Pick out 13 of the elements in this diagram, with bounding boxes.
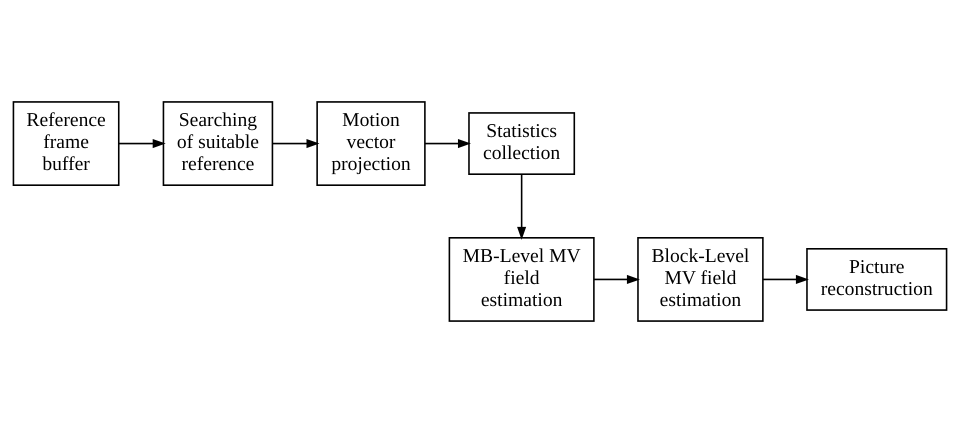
arrow (763, 274, 809, 284)
node-box: Motion vector projection (316, 101, 426, 186)
node-box: MB-Level MV field estimation (448, 237, 595, 322)
arrow (517, 174, 526, 240)
node-box: Reference frame buffer (12, 101, 120, 186)
arrow (118, 138, 166, 148)
node-box: Statistics collection (468, 112, 576, 175)
node-box: Picture reconstruction (806, 248, 948, 311)
node-box: Block-Level MV field estimation (637, 237, 764, 322)
arrow (424, 138, 471, 148)
arrow (272, 138, 320, 148)
arrow (594, 274, 640, 284)
node-box: Searching of suitable reference (162, 101, 274, 186)
